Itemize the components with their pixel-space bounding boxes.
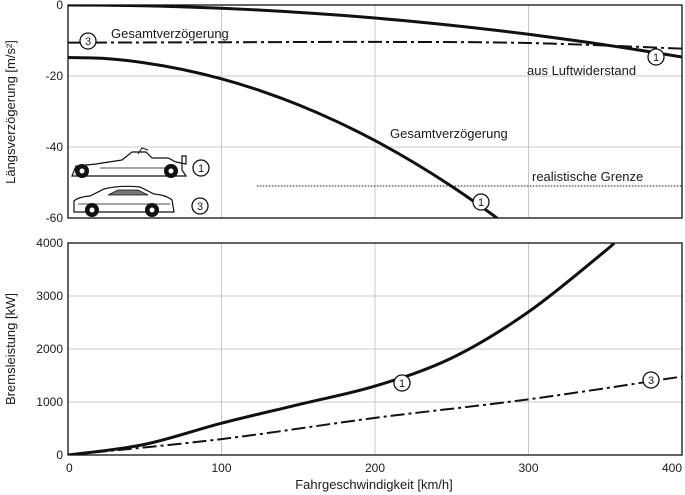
- top-y-tick-label: 0: [56, 0, 63, 12]
- svg-text:3: 3: [648, 375, 654, 387]
- bottom-series-3-dashdot-line: [68, 375, 682, 455]
- sedan-car-icon: [73, 185, 175, 217]
- svg-text:1: 1: [399, 378, 405, 390]
- top-series-3-dashdot-line: [68, 40, 682, 50]
- formula-car-icon: [71, 147, 188, 178]
- bottom-tick-labels: 0 1000 2000 3000 4000 0 100 200 300 400: [36, 236, 682, 475]
- top-y-tick-label: -40: [46, 140, 64, 154]
- top-series-layer: [68, 5, 682, 218]
- top-y-tick-label: -60: [46, 211, 64, 225]
- bottom-y-axis-label: Bremsleistung [kW]: [3, 293, 18, 405]
- bottom-grid: [68, 243, 682, 455]
- bottom-series-layer: [68, 243, 682, 455]
- top-series-1-solid-line: [68, 56, 500, 218]
- top-y-axis-label: Längsverzögerung [m/s²]: [3, 40, 18, 184]
- realistic-limit-label: realistische Grenze: [532, 169, 643, 184]
- bottom-y-tick-label: 4000: [36, 236, 63, 250]
- bottom-panel: 0 1000 2000 3000 4000 0 100 200 300 400 Bremsleis…: [3, 236, 683, 492]
- x-tick-label: 200: [365, 461, 385, 475]
- top-grid: [68, 5, 682, 218]
- marker-3-top: 3: [79, 32, 97, 50]
- x-tick-label: 0: [66, 461, 73, 475]
- annotation-total-decel-3: Gesamtverzögerung: [111, 26, 229, 41]
- top-reference-layer: realistische Grenze: [256, 169, 682, 187]
- svg-text:1: 1: [653, 52, 659, 64]
- marker-1-total: 1: [472, 193, 490, 211]
- marker-1-bottom: 1: [393, 374, 411, 392]
- bottom-plot-frame: [67, 242, 683, 456]
- top-y-tick-label: -20: [46, 69, 64, 83]
- legend-marker-3: 3: [191, 197, 209, 215]
- x-tick-label: 400: [662, 461, 682, 475]
- svg-text:3: 3: [197, 201, 203, 213]
- bottom-series-1-solid-line: [68, 243, 616, 455]
- annotation-air-resistance: aus Luftwiderstand: [527, 63, 636, 78]
- bottom-y-tick-label: 2000: [36, 342, 63, 356]
- top-plot-frame: [67, 4, 683, 219]
- marker-1-air: 1: [647, 48, 665, 66]
- bottom-y-tick-label: 3000: [36, 289, 63, 303]
- svg-text:1: 1: [198, 163, 204, 175]
- bottom-y-tick-label: 0: [56, 448, 63, 462]
- svg-text:1: 1: [478, 197, 484, 209]
- annotation-total-decel-1: Gesamtverzögerung: [390, 126, 508, 141]
- legend: 1 3: [71, 147, 210, 217]
- x-tick-label: 300: [518, 461, 538, 475]
- top-panel: realistische Grenze 0 -20 -40 -60 Längsverz…: [3, 0, 683, 225]
- x-axis-label: Fahrgeschwindigkeit [km/h]: [295, 477, 453, 492]
- top-series-1-solid-line: [68, 5, 682, 59]
- bottom-y-tick-label: 1000: [36, 395, 63, 409]
- x-tick-label: 100: [211, 461, 231, 475]
- top-tick-labels: 0 -20 -40 -60: [46, 0, 64, 225]
- marker-3-bottom: 3: [642, 371, 660, 389]
- legend-marker-1: 1: [192, 159, 210, 177]
- svg-text:3: 3: [85, 36, 91, 48]
